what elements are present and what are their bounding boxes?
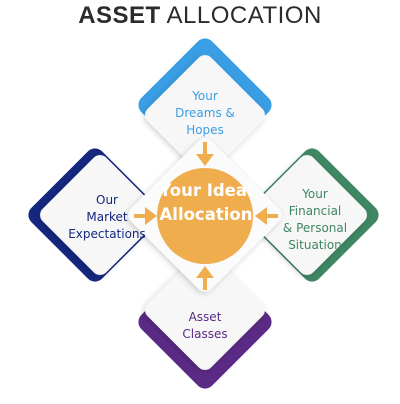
label-right: Your Financial & Personal Situation (272, 186, 358, 254)
diamond-top-inner (145, 55, 265, 175)
title-light: ALLOCATION (166, 2, 322, 29)
title-bold: ASSET (78, 2, 161, 29)
label-left-line: Our (96, 193, 118, 207)
label-top-line: Your (192, 89, 218, 103)
arrows (134, 142, 278, 290)
label-top: Your Dreams & Hopes (165, 88, 245, 139)
center-circle (157, 168, 253, 264)
page-title: ASSET ALLOCATION (0, 2, 400, 30)
arrow-left-icon (255, 207, 278, 225)
label-left-line: Expectations (68, 227, 146, 241)
diamond-right-inner (247, 155, 367, 275)
arrow-right-icon (134, 207, 157, 225)
arrow-up-icon (196, 266, 214, 290)
label-right-line: Financial (288, 204, 342, 218)
center-label-line1: Your Ideal (159, 181, 253, 200)
label-right-line: & Personal (282, 221, 348, 235)
arrow-down-icon (196, 142, 214, 166)
center-label: Your Ideal Allocation (152, 179, 260, 227)
label-left: Our Market Expectations (60, 192, 154, 243)
label-left-line: Market (86, 210, 128, 224)
label-right-line: Your (302, 187, 328, 201)
label-bottom: Asset Classes (165, 309, 245, 343)
label-top-line: Dreams & (175, 106, 235, 120)
label-right-line: Situation (288, 238, 342, 252)
center-label-line2: Allocation (159, 205, 253, 224)
label-top-line: Hopes (186, 123, 224, 137)
label-bottom-line: Asset (188, 310, 222, 324)
diamond-bottom-inner (145, 250, 265, 370)
label-bottom-line: Classes (182, 327, 228, 341)
diamond-left-inner (40, 155, 160, 275)
